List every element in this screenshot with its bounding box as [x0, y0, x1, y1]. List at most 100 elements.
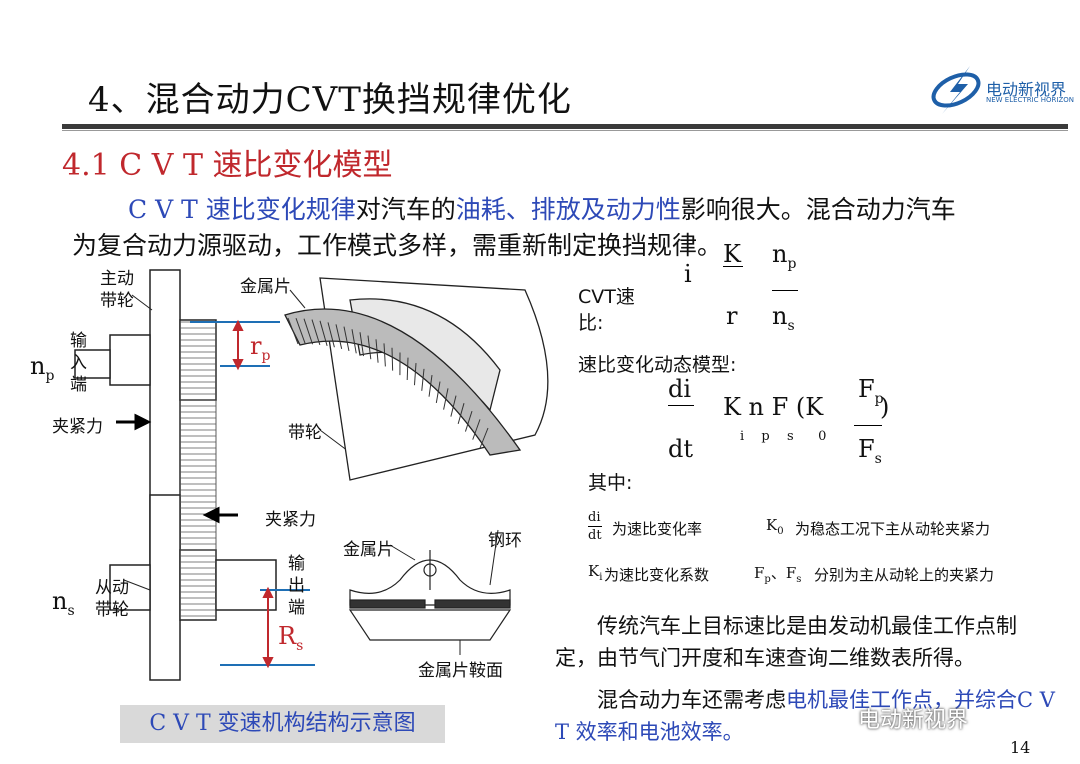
formula2-di: di — [668, 375, 692, 403]
formula1-ns-sub: s — [787, 317, 795, 334]
logo: 电动新视界 NEW ELECTRIC HORIZON — [928, 62, 1078, 116]
where-label: 其中: — [588, 472, 633, 494]
formula1-r: r — [726, 302, 738, 330]
logo-icon — [931, 66, 981, 114]
where-separator: 、 — [770, 564, 786, 582]
belt-segment-line — [375, 339, 379, 363]
formula2-body: K n F (K — [723, 393, 824, 421]
belt-segment-line — [367, 335, 372, 360]
intro-text-2: 影响很大。混合动力汽车 — [680, 195, 956, 224]
rs-symbol: R — [278, 622, 297, 650]
belt-segment-line — [457, 403, 465, 425]
steel-ring-label: 钢环 — [488, 531, 522, 551]
where-fs-sub: s — [796, 574, 802, 585]
formula1-i: i — [684, 260, 692, 288]
clamp-force-label-1: 夹紧力 — [52, 417, 103, 437]
where-k0-symbol: K — [766, 516, 778, 534]
formula1-np-sub: p — [787, 255, 797, 272]
output-end-label: 输 出 端 — [288, 554, 305, 618]
section-title: 4.1 C V T 速比变化模型 — [62, 148, 393, 183]
where-k0-sub: 0 — [777, 526, 784, 537]
belt-segment-line — [343, 326, 350, 352]
driven-pulley-label: 从动 带轮 — [95, 578, 129, 620]
belt-segment-line — [391, 347, 394, 371]
logo-text-cn: 电动新视界 — [986, 80, 1067, 99]
belt-segment-line — [319, 320, 328, 346]
rs-label: Rs — [278, 622, 303, 654]
formula2-dt: dt — [668, 435, 694, 463]
formula2-bar-1 — [668, 405, 694, 406]
formula2-Fs-symbol: F — [858, 435, 875, 463]
clamp-force-label-2: 夹紧力 — [265, 510, 316, 530]
formula1-n-bottom: n — [772, 302, 788, 330]
where-desc-3: 为速比变化系数 — [604, 566, 710, 584]
intro-highlight-1: C V T 速比变化规律 — [128, 195, 356, 224]
where-row-2: Ki 为速比变化系数 Fp、Fs 分别为主从动轮上的夹紧力 — [588, 562, 1058, 586]
formula-1: CVT速 比: i K r np ns — [578, 240, 838, 340]
formula2-Fs-sub: s — [874, 450, 882, 467]
intro-highlight-2: 油耗、排放及动力性 — [455, 195, 681, 224]
header-rule — [62, 124, 1068, 129]
bottom-paragraphs: 传统汽车上目标速比是由发动机最佳工作点制定，由节气门开度和车速查询二维数表所得。… — [555, 610, 1055, 748]
bottom-highlight: 电机最佳工作点，并综合C V T 效率和电池效率。 — [555, 688, 1055, 744]
metal-piece-label-2: 金属片 — [343, 540, 394, 560]
intro-paragraph: C V T 速比变化规律对汽车的油耗、排放及动力性影响很大。混合动力汽车 为复合… — [72, 192, 1062, 264]
where-fs-symbol: F — [785, 564, 797, 582]
belt-segment-line — [450, 395, 457, 417]
formula2-Fp-sub: p — [874, 390, 884, 407]
formula2-subscripts: i p s 0 — [740, 429, 830, 444]
where-fp-symbol: F — [754, 564, 765, 582]
page-title: 4、混合动力CVT换挡规律优化 — [88, 80, 572, 120]
diagram-caption: C V T 变速机构结构示意图 — [120, 705, 445, 743]
where-fpfs: Fp、Fs — [754, 562, 801, 585]
belt-segment-line — [287, 317, 299, 345]
belt-segment-line — [421, 368, 425, 391]
formula-2: di dt K n F (K i p s 0 Fp Fs ) — [668, 375, 928, 467]
formula1-bar-1 — [723, 266, 743, 267]
logo-text-en: NEW ELECTRIC HORIZON — [986, 96, 1074, 104]
formula2-bar-2 — [854, 425, 882, 426]
belt-segment-line — [413, 363, 417, 386]
formula1-label: CVT速 比: — [578, 286, 635, 334]
where-ki-sub: i — [599, 572, 603, 583]
saddle-label: 金属片鞍面 — [418, 661, 503, 681]
input-end-label: 输 入 端 — [70, 331, 87, 395]
ns-symbol: n — [52, 587, 68, 615]
formula2-label: 速比变化动态模型: — [578, 354, 737, 376]
formula2-Fp-symbol: F — [858, 375, 875, 403]
belt-wheel-label: 带轮 — [288, 423, 322, 443]
belt-segment-line — [335, 324, 343, 350]
rp-label: rp — [250, 332, 270, 364]
formula1-ns: ns — [772, 302, 795, 334]
rs-sub: s — [296, 637, 304, 654]
formula2-Fs: Fs — [858, 435, 882, 467]
where-desc-4: 分别为主从动轮上的夹紧力 — [814, 566, 995, 584]
where-desc-1: 为速比变化率 — [612, 520, 703, 538]
rp-sub: p — [261, 347, 271, 364]
np-sub: p — [45, 367, 55, 384]
intro-text-1: 对汽车的 — [355, 195, 456, 224]
belt-segment-line — [479, 427, 489, 449]
belt-segment-line — [311, 319, 321, 346]
header-rule-thin — [62, 130, 1068, 131]
metal-piece-label-1: 金属片 — [240, 277, 291, 297]
where-ki: Ki — [588, 562, 602, 583]
bottom-text: 混合动力车还需考虑 — [597, 688, 786, 712]
belt-segment-line — [435, 381, 441, 404]
bottom-paragraph-2: 混合动力车还需考虑电机最佳工作点，并综合C V T 效率和电池效率。 — [555, 684, 1055, 748]
belt-segment-line — [406, 357, 409, 381]
belt-segment-line — [443, 388, 449, 410]
where-di: di — [588, 510, 601, 525]
where-bar — [588, 526, 602, 527]
where-row-1: di dt 为速比变化率 K0 为稳态工况下主从动轮夹紧力 — [588, 510, 1058, 550]
where-fp-sub: p — [764, 574, 771, 585]
page-number: 14 — [1010, 738, 1031, 757]
belt-segment-line — [295, 318, 306, 345]
formula1-n-top: n — [772, 240, 788, 268]
watermark: 电动新视界 — [858, 708, 969, 733]
belt-segment-line — [327, 322, 335, 348]
ns-sub: s — [67, 602, 75, 619]
np-label: np — [30, 352, 54, 384]
ns-label: ns — [52, 587, 75, 619]
formula1-bar-2 — [772, 290, 798, 291]
